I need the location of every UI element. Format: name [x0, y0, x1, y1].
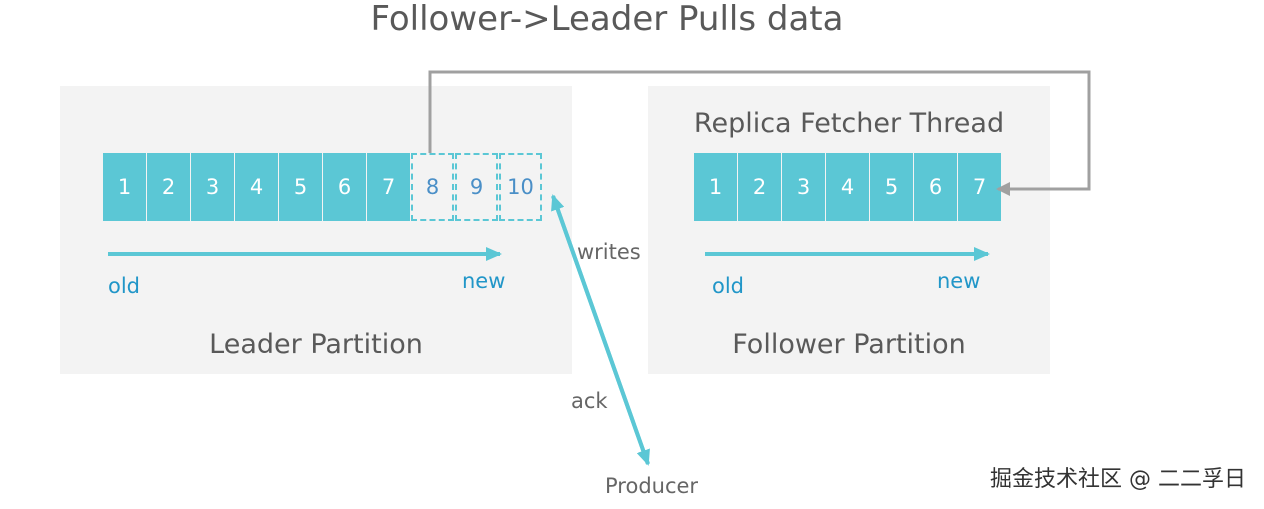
follower-log-cell: 3: [782, 153, 825, 221]
producer-label: Producer: [605, 474, 699, 498]
leader-log-cell: 2: [147, 153, 190, 221]
leader-log-cell: 1: [103, 153, 146, 221]
follower-log-cell: 5: [870, 153, 913, 221]
producer-ack-arrow: [551, 195, 650, 466]
leader-partition-label: Leader Partition: [209, 329, 423, 360]
watermark: 掘金技术社区 @ 二二孚日: [990, 467, 1246, 492]
leader-log-cell: 4: [235, 153, 278, 221]
follower-log-cell: 4: [826, 153, 869, 221]
writes-label: writes: [577, 240, 641, 264]
replica-fetcher-thread-label: Replica Fetcher Thread: [693, 108, 1005, 139]
diagram-title: Follower->Leader Pulls data: [370, 0, 844, 39]
leader-old-label: old: [108, 274, 141, 298]
follower-log-cell: 7: [958, 153, 1001, 221]
follower-log-cell: 6: [914, 153, 957, 221]
ack-label: ack: [571, 389, 608, 413]
leader-log-cell: 5: [279, 153, 322, 221]
leader-log-cell: 6: [323, 153, 366, 221]
follower-log-cell: 1: [694, 153, 737, 221]
follower-new-label: new: [937, 269, 981, 293]
follower-old-label: old: [712, 274, 745, 298]
leader-log-pending-cell: 10: [499, 153, 542, 221]
leader-log-pending-cell: 8: [411, 153, 454, 221]
leader-log-cell: 3: [191, 153, 234, 221]
follower-log-cell: 2: [738, 153, 781, 221]
follower-partition-label: Follower Partition: [732, 329, 966, 360]
fetch-pull-arrow: [428, 70, 1091, 196]
leader-log-cell: 7: [367, 153, 410, 221]
leader-log-pending-cell: 9: [455, 153, 498, 221]
leader-new-label: new: [462, 269, 506, 293]
